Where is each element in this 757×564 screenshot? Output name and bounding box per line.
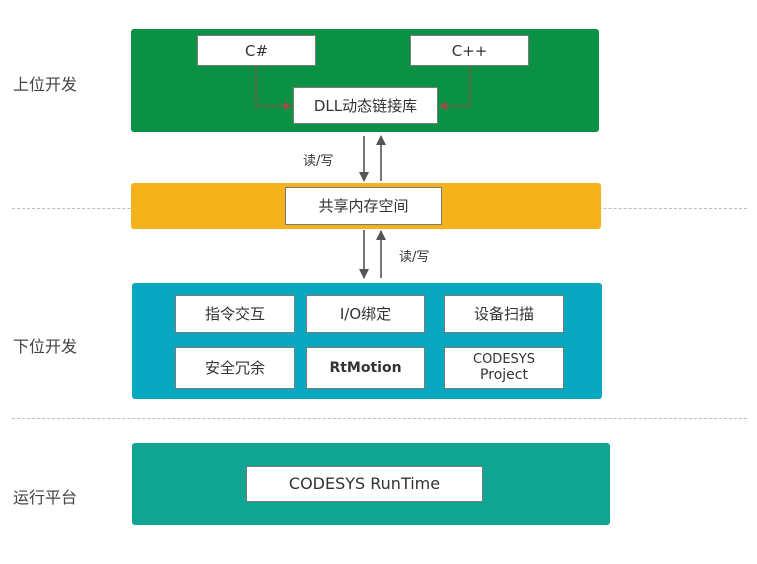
codesys-project-line2: Project [480,367,528,384]
csharp-box: C# [197,35,316,66]
read-write-label-bottom: 读/写 [399,250,430,265]
layer-label-lower: 下位开发 [13,337,78,356]
io-binding-box: I/O绑定 [306,295,425,333]
codesys-runtime-box: CODESYS RunTime [246,466,483,502]
codesys-project-box: CODESYS Project [444,347,564,389]
read-write-label-top: 读/写 [303,154,334,169]
cpp-to-dll-connector [439,66,471,110]
shared-memory-box: 共享内存空间 [285,187,442,225]
command-interaction-box: 指令交互 [175,295,295,333]
dll-box: DLL动态链接库 [293,87,438,124]
csharp-to-dll-connector [255,66,292,110]
safety-redundancy-box: 安全冗余 [175,347,295,389]
rtmotion-box: RtMotion [306,347,425,389]
codesys-project-line1: CODESYS [473,351,535,367]
layer-label-runtime: 运行平台 [13,488,78,507]
layer-label-upper: 上位开发 [13,75,78,94]
cpp-box: C++ [410,35,529,66]
separator-line-lower [12,418,747,419]
device-scan-box: 设备扫描 [444,295,564,333]
